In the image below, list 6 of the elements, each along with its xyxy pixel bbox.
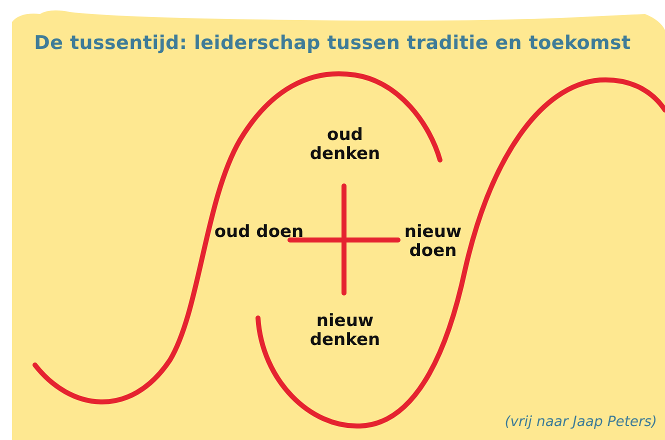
quadrant-label: oud denken bbox=[308, 126, 382, 164]
caption: (vrij naar Jaap Peters) bbox=[504, 414, 657, 430]
title: De tussentijd: leiderschap tussen traditie en toekomst bbox=[33, 32, 632, 54]
quadrant-label: oud doen bbox=[214, 223, 304, 242]
quadrant-label: nieuw denken bbox=[308, 312, 382, 350]
quadrant-label: nieuw doen bbox=[403, 223, 463, 261]
